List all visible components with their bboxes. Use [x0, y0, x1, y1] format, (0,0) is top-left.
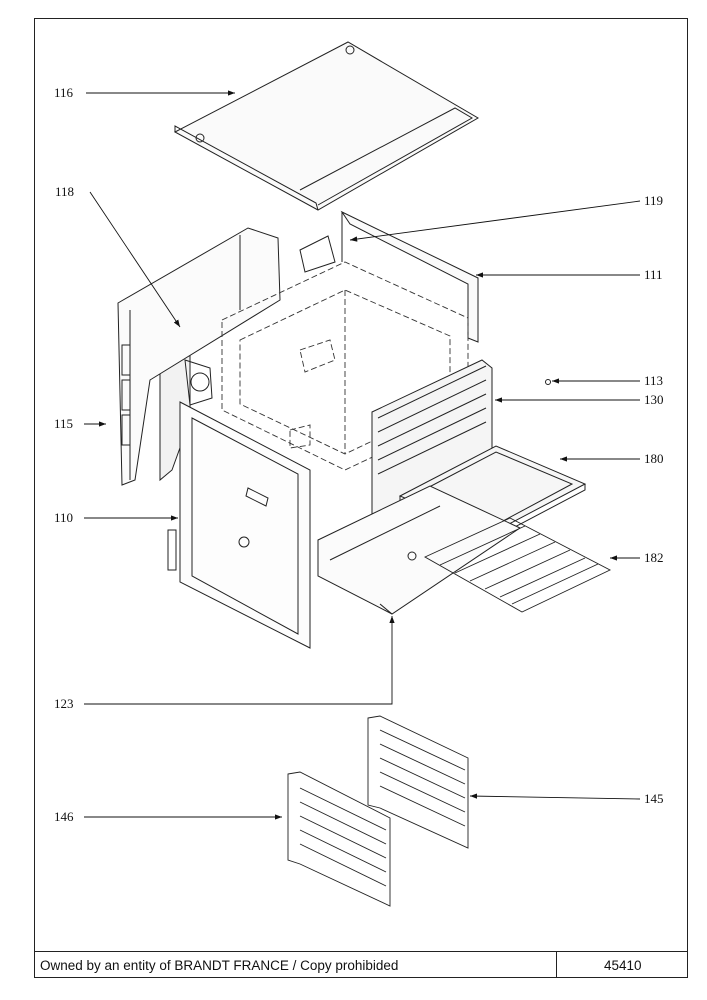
small-fixing-part: [545, 379, 551, 385]
shelf-support-right: [367, 715, 469, 849]
label-115: 115: [54, 416, 73, 431]
title-block: Owned by an entity of BRANDT FRANCE / Co…: [34, 951, 688, 978]
label-118: 118: [55, 184, 74, 199]
label-130: 130: [644, 392, 664, 407]
left-side-panel: [117, 227, 281, 486]
label-145: 145: [644, 791, 664, 806]
drawing-reference: 45410: [604, 958, 642, 973]
label-123: 123: [54, 696, 74, 711]
rear-frame: [299, 210, 479, 343]
leader-lines: [84, 90, 641, 820]
label-116: 116: [54, 85, 74, 100]
label-182: 182: [644, 550, 664, 565]
ownership-notice: Owned by an entity of BRANDT FRANCE / Co…: [40, 958, 399, 973]
title-block-divider: [556, 952, 557, 977]
part-number-labels: 116 118 119 111 113 130 115 180 110 182 …: [54, 85, 664, 824]
shelf-support-left: [287, 771, 391, 907]
label-113: 113: [644, 373, 663, 388]
label-119: 119: [644, 193, 663, 208]
top-cover-panel: [173, 41, 479, 211]
label-180: 180: [644, 451, 664, 466]
label-111: 111: [644, 267, 663, 282]
label-146: 146: [54, 809, 74, 824]
drawing-frame: [34, 18, 688, 978]
bottom-plate: [317, 485, 522, 615]
wire-shelf: [424, 517, 612, 613]
front-frame: [167, 401, 311, 649]
label-110: 110: [54, 510, 73, 525]
